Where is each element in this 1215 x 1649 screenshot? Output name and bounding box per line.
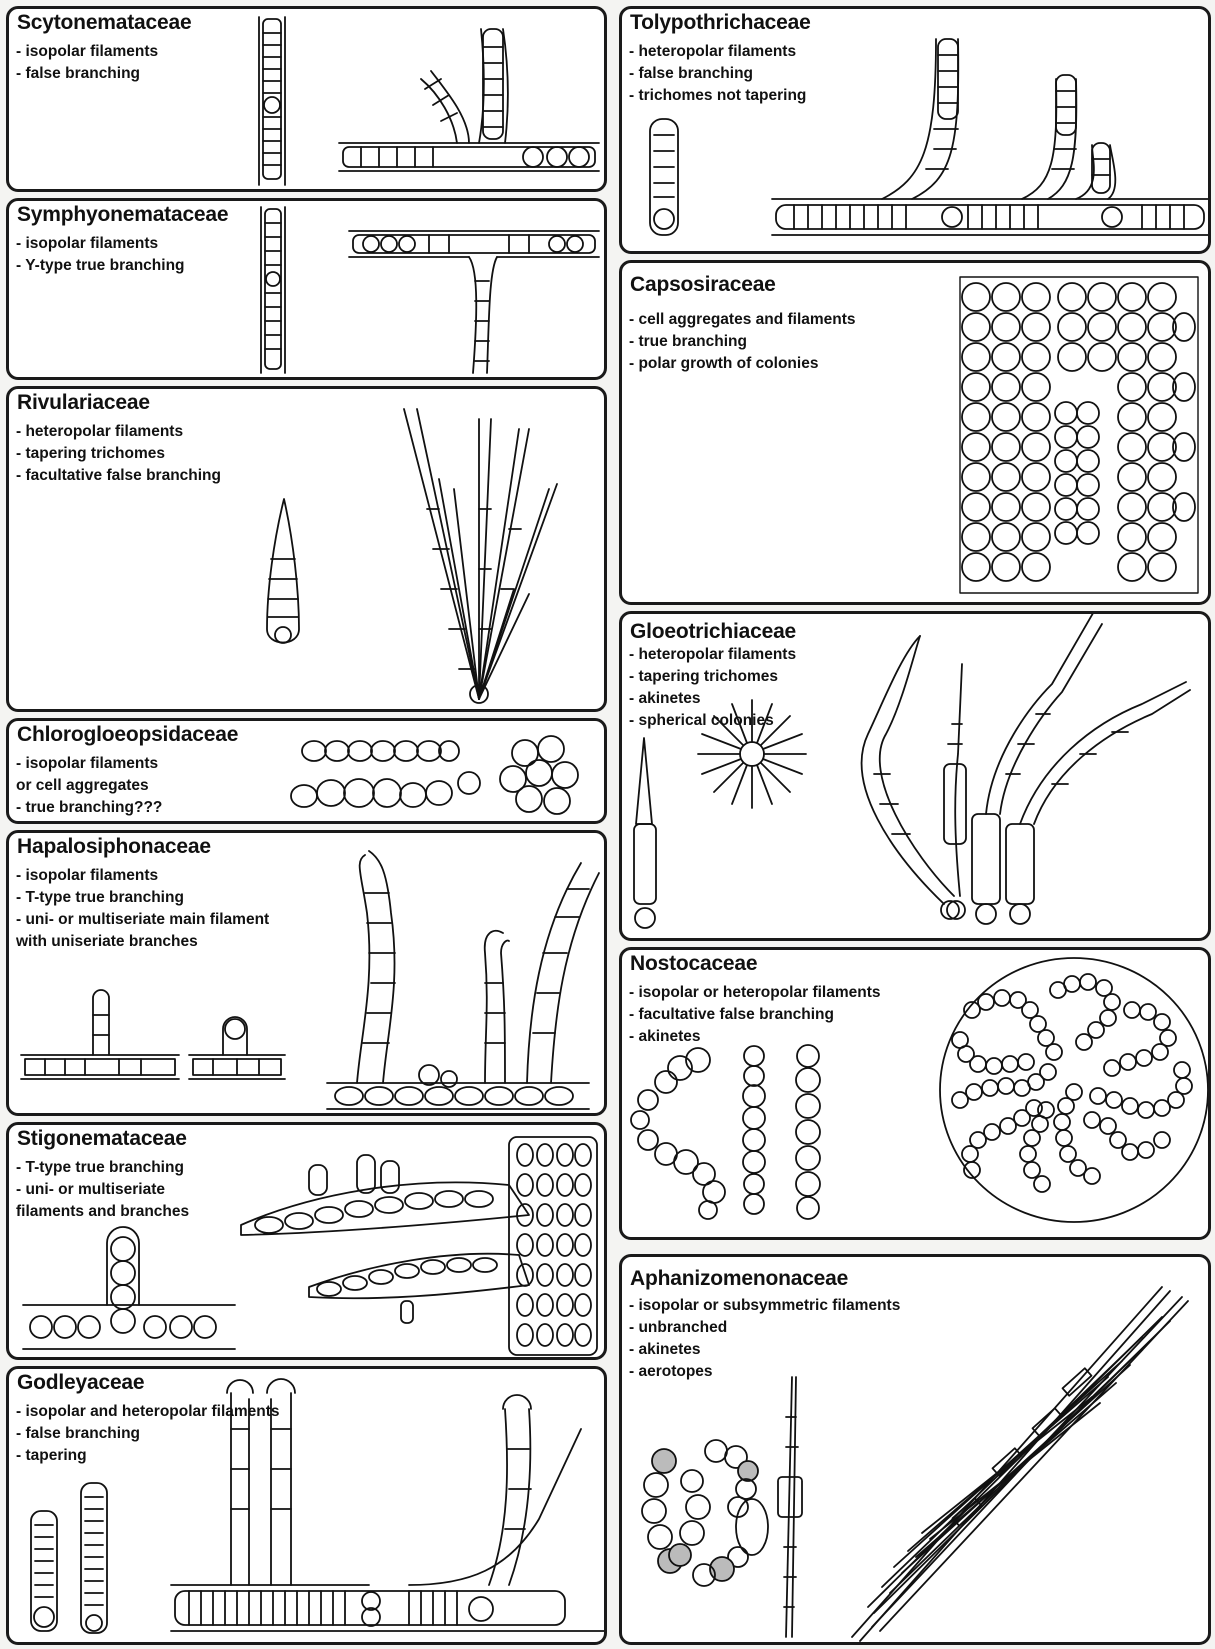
filament-bundle — [852, 1287, 1188, 1641]
panel-stigonemataceae: Stigonemataceae - T-type true branching … — [6, 1122, 607, 1360]
godley-cells — [189, 1591, 457, 1625]
aphanizomenonaceae-illustration — [622, 1257, 1211, 1645]
nostocaceae-illustration — [622, 950, 1211, 1240]
panel-nostocaceae: Nostocaceae - isopolar or heteropolar fi… — [619, 947, 1211, 1240]
colony-chains — [952, 974, 1192, 1192]
panel-rivulariaceae: Rivulariaceae - heteropolar filaments - … — [6, 386, 607, 712]
panel-tolypothrichaceae: Tolypothrichaceae - heteropolar filament… — [619, 6, 1211, 254]
hapalosiphonaceae-illustration — [9, 833, 607, 1116]
gloeotrichiaceae-illustration — [622, 614, 1211, 941]
rivulariaceae-illustration — [9, 389, 607, 712]
panel-godleyaceae: Godleyaceae - isopolar and heteropolar f… — [6, 1366, 607, 1645]
panel-capsosiraceae: Capsosiraceae - cell aggregates and fila… — [619, 260, 1211, 605]
symphyonemataceae-illustration — [9, 201, 607, 380]
panel-symphyonemataceae: Symphyonemataceae - isopolar filaments -… — [6, 198, 607, 380]
spherical-colony — [698, 700, 806, 808]
chlorogloeopsidaceae-illustration — [9, 721, 607, 824]
godleyaceae-illustration — [9, 1369, 607, 1645]
panel-aphanizomenonaceae: Aphanizomenonaceae - isopolar or subsymm… — [619, 1254, 1211, 1645]
capsosiraceae-illustration — [622, 263, 1211, 605]
capsosira-cells — [962, 283, 1195, 581]
panel-hapalosiphonaceae: Hapalosiphonaceae - isopolar filaments -… — [6, 830, 607, 1116]
stigonemataceae-illustration — [9, 1125, 607, 1360]
panel-gloeotrichiaceae: Gloeotrichiaceae - heteropolar filaments… — [619, 611, 1211, 941]
panel-scytonemataceae: Scytonemataceae - isopolar filaments - f… — [6, 6, 607, 192]
panel-chlorogloeopsidaceae: Chlorogloeopsidaceae - isopolar filament… — [6, 718, 607, 824]
scytonemataceae-illustration — [9, 9, 607, 192]
filament-cells — [263, 33, 281, 165]
tolypothrichaceae-illustration — [622, 9, 1211, 254]
tolypo-cells — [794, 205, 1184, 229]
